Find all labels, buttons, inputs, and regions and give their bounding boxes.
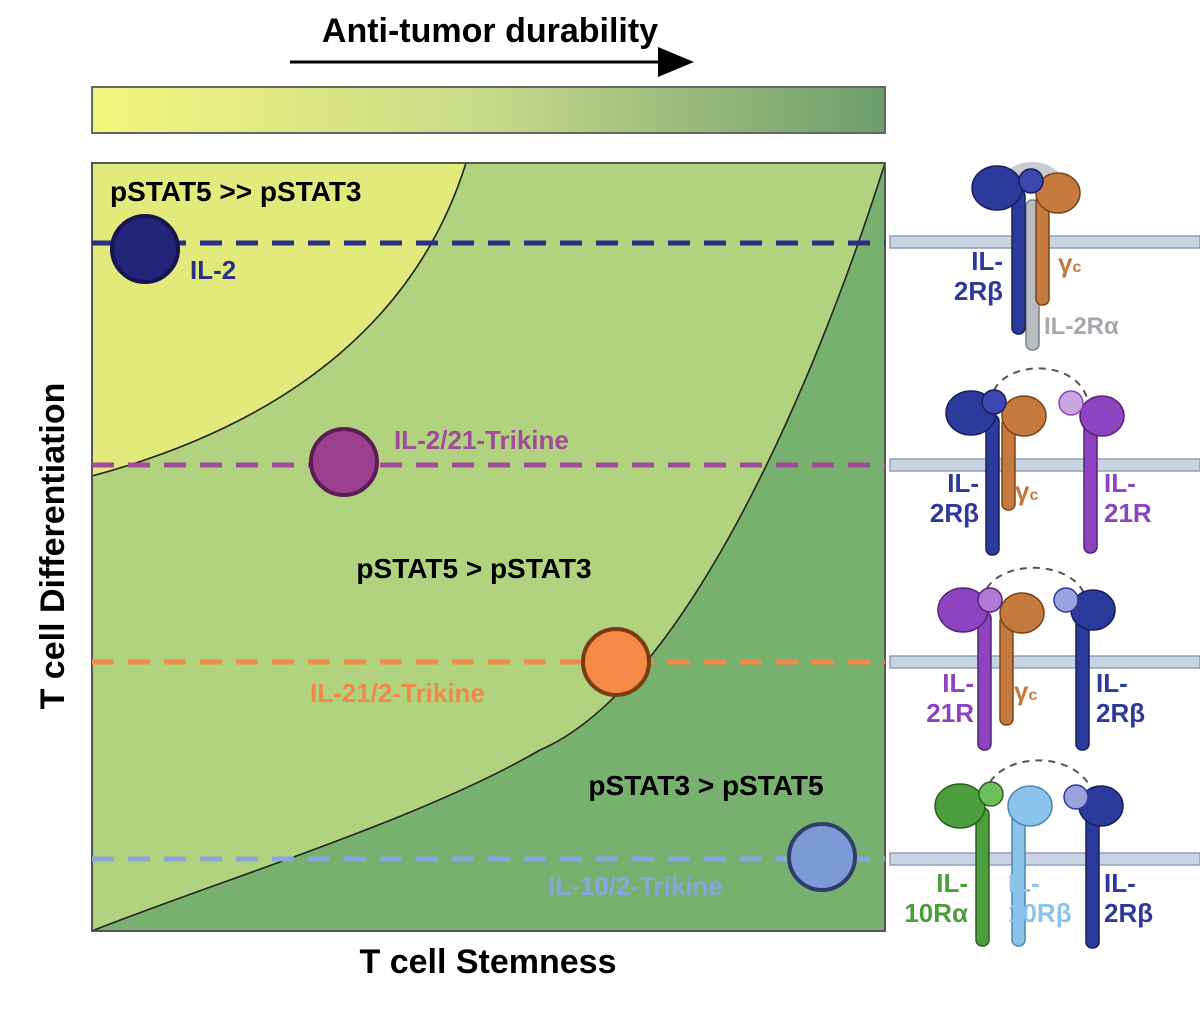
- region-label-top: pSTAT5 >> pSTAT3: [110, 176, 362, 207]
- x-axis-label: T cell Stemness: [359, 943, 616, 981]
- il2-ligand: [1018, 168, 1044, 194]
- r4-il10rb-label-a: IL-: [1008, 868, 1040, 898]
- r2-il21r-label-b: 21R: [1104, 498, 1152, 528]
- r3-il21r-label-b: 21R: [926, 698, 974, 728]
- r4-il10ra-label-a: IL-: [936, 868, 968, 898]
- r3-il21r-label-a: IL-: [942, 668, 974, 698]
- receptor-il2-21-complex: [945, 367, 1125, 556]
- r2-il21r-label-a: IL-: [1104, 468, 1136, 498]
- boundary-lower: [91, 162, 886, 932]
- r3-il2rb-label-b: 2Rβ: [1096, 698, 1145, 728]
- r2-il2rb-label-b: 2Rβ: [930, 498, 979, 528]
- r2-il2rb-label-a: IL-: [947, 468, 979, 498]
- cytokine-label-il2: IL-2: [190, 255, 236, 285]
- cytokine-label-il2-21: IL-2/21-Trikine: [394, 425, 569, 455]
- r1-il2ra-label: IL-2Rα: [1044, 313, 1119, 340]
- r4-il10rb-label-b: 10Rβ: [1008, 898, 1072, 928]
- il2rb-head: [971, 165, 1023, 211]
- r2-gamma-label: γc: [1015, 476, 1038, 506]
- durability-title: Anti-tumor durability: [322, 12, 658, 50]
- r4-il2rb-label-b: 2Rβ: [1104, 898, 1153, 928]
- il2rb-stalk: [1011, 189, 1026, 335]
- durability-gradient-bar: [91, 86, 886, 134]
- region-label-bottom: pSTAT3 > pSTAT5: [588, 770, 823, 801]
- gamma-c-stalk: [1035, 194, 1050, 306]
- r1-gamma-label: γc: [1058, 248, 1081, 278]
- r3-il2rb-label-a: IL-: [1096, 668, 1128, 698]
- r1-il2rb-label-a: IL-: [971, 246, 1003, 276]
- cytokine-label-il10-2: IL-10/2-Trikine: [548, 871, 723, 901]
- plot-frame: [91, 162, 886, 932]
- cytokine-il2-21-marker: [309, 427, 379, 497]
- cytokine-il2-marker: [110, 214, 180, 284]
- y-axis-label: T cell Differentiation: [34, 383, 72, 710]
- cytokine-label-il21-2: IL-21/2-Trikine: [310, 678, 485, 708]
- r3-gamma-label: γc: [1014, 676, 1037, 706]
- gamma-c-head: [1035, 172, 1081, 214]
- cytokine-il10-2-marker: [787, 822, 857, 892]
- receptor-il2-complex: [971, 162, 1081, 351]
- r4-il2rb-label-a: IL-: [1104, 868, 1136, 898]
- cytokine-il21-2-marker: [581, 627, 651, 697]
- r1-il2rb-label-b: 2Rβ: [954, 276, 1003, 306]
- region-label-middle: pSTAT5 > pSTAT3: [356, 553, 591, 584]
- plot-area: [91, 162, 886, 932]
- r4-il10ra-label-b: 10Rα: [904, 898, 968, 928]
- receptor-il21-2-complex: [937, 566, 1116, 751]
- receptor-il10-2-complex: [934, 759, 1124, 949]
- boundary-upper: [91, 162, 467, 477]
